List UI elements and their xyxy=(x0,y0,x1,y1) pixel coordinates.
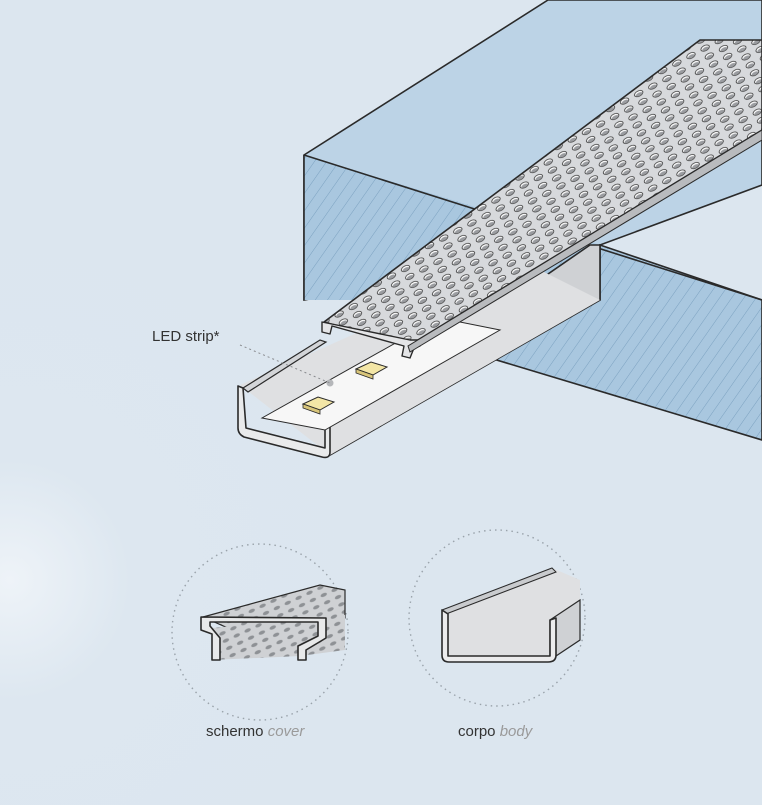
body-caption: corpo body xyxy=(458,723,532,740)
led-strip-label: LED strip* xyxy=(152,328,220,345)
mounting-surface xyxy=(303,0,762,441)
led-callout-line xyxy=(239,344,331,384)
profile-body xyxy=(237,244,601,459)
led-callout-dot xyxy=(326,379,334,387)
cover-side xyxy=(407,129,762,353)
body-detail xyxy=(408,529,586,707)
cover-detail xyxy=(171,543,349,721)
body-inner-left-wall xyxy=(241,339,328,393)
cover-section-shape xyxy=(200,616,327,661)
cover-caption-en: cover xyxy=(267,723,305,740)
led-chip xyxy=(301,396,336,415)
body-caption-en: body xyxy=(499,723,533,740)
profile-cover xyxy=(321,39,762,359)
cover-caption-it: schermo xyxy=(206,723,264,740)
cover-detail-circle xyxy=(171,543,349,721)
body-section-shape xyxy=(441,609,557,663)
led-chip xyxy=(354,361,389,380)
cover-caption: schermo cover xyxy=(206,723,304,740)
body-caption-it: corpo xyxy=(458,723,496,740)
body-detail-circle xyxy=(408,529,586,707)
